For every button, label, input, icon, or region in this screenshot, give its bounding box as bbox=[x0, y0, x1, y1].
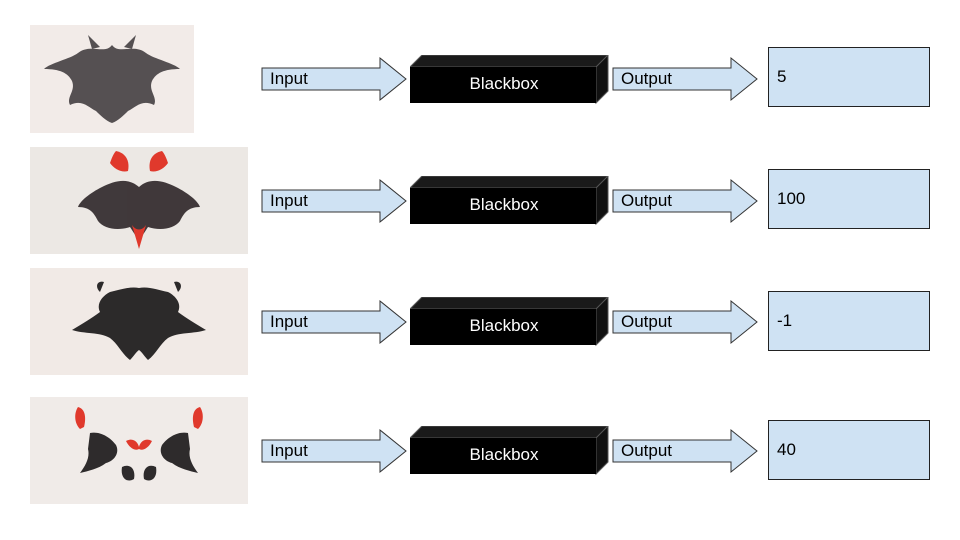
inkblot-4-icon bbox=[30, 397, 248, 504]
right-arrow-icon bbox=[612, 56, 758, 102]
blackbox-label: Blackbox bbox=[469, 445, 539, 464]
output-label: Output bbox=[621, 441, 673, 460]
inkblot-image-3 bbox=[30, 268, 248, 375]
inkblot-image-4 bbox=[30, 397, 248, 504]
output-arrow-2: Output bbox=[612, 178, 758, 224]
right-arrow-icon bbox=[612, 428, 758, 474]
input-arrow-2: Input bbox=[261, 178, 407, 224]
blackbox-1: Blackbox bbox=[410, 55, 610, 113]
result-box-3: -1 bbox=[768, 291, 930, 351]
result-box-4: 40 bbox=[768, 420, 930, 480]
blackbox-3: Blackbox bbox=[410, 297, 610, 355]
input-label: Input bbox=[270, 441, 308, 460]
blackbox-3d-icon bbox=[410, 426, 609, 476]
right-arrow-icon bbox=[261, 178, 407, 224]
result-value: 40 bbox=[777, 440, 796, 459]
input-label: Input bbox=[270, 312, 308, 331]
result-value: 100 bbox=[777, 189, 806, 208]
input-arrow-3: Input bbox=[261, 299, 407, 345]
blackbox-2: Blackbox bbox=[410, 176, 610, 234]
result-box-2: 100 bbox=[768, 169, 930, 229]
input-label: Input bbox=[270, 191, 308, 210]
inkblot-2-icon bbox=[30, 147, 248, 254]
inkblot-image-2 bbox=[30, 147, 248, 254]
blackbox-label: Blackbox bbox=[469, 74, 539, 93]
inkblot-image-1 bbox=[30, 25, 194, 133]
input-label: Input bbox=[270, 69, 308, 88]
right-arrow-icon bbox=[612, 299, 758, 345]
right-arrow-icon bbox=[261, 428, 407, 474]
inkblot-3-icon bbox=[30, 268, 248, 375]
result-value: -1 bbox=[777, 311, 793, 330]
result-value: 5 bbox=[777, 67, 787, 86]
inkblot-1-icon bbox=[30, 25, 194, 133]
input-arrow-4: Input bbox=[261, 428, 407, 474]
output-label: Output bbox=[621, 312, 673, 331]
blackbox-3d-icon bbox=[410, 176, 609, 226]
result-box-1: 5 bbox=[768, 47, 930, 107]
output-arrow-1: Output bbox=[612, 56, 758, 102]
output-arrow-3: Output bbox=[612, 299, 758, 345]
output-label: Output bbox=[621, 191, 673, 210]
blackbox-3d-icon bbox=[410, 297, 609, 347]
right-arrow-icon bbox=[261, 299, 407, 345]
blackbox-label: Blackbox bbox=[469, 195, 539, 214]
right-arrow-icon bbox=[261, 56, 407, 102]
output-label: Output bbox=[621, 69, 673, 88]
blackbox-label: Blackbox bbox=[469, 316, 539, 335]
blackbox-4: Blackbox bbox=[410, 426, 610, 484]
input-arrow-1: Input bbox=[261, 56, 407, 102]
output-arrow-4: Output bbox=[612, 428, 758, 474]
blackbox-3d-icon bbox=[410, 55, 609, 105]
right-arrow-icon bbox=[612, 178, 758, 224]
